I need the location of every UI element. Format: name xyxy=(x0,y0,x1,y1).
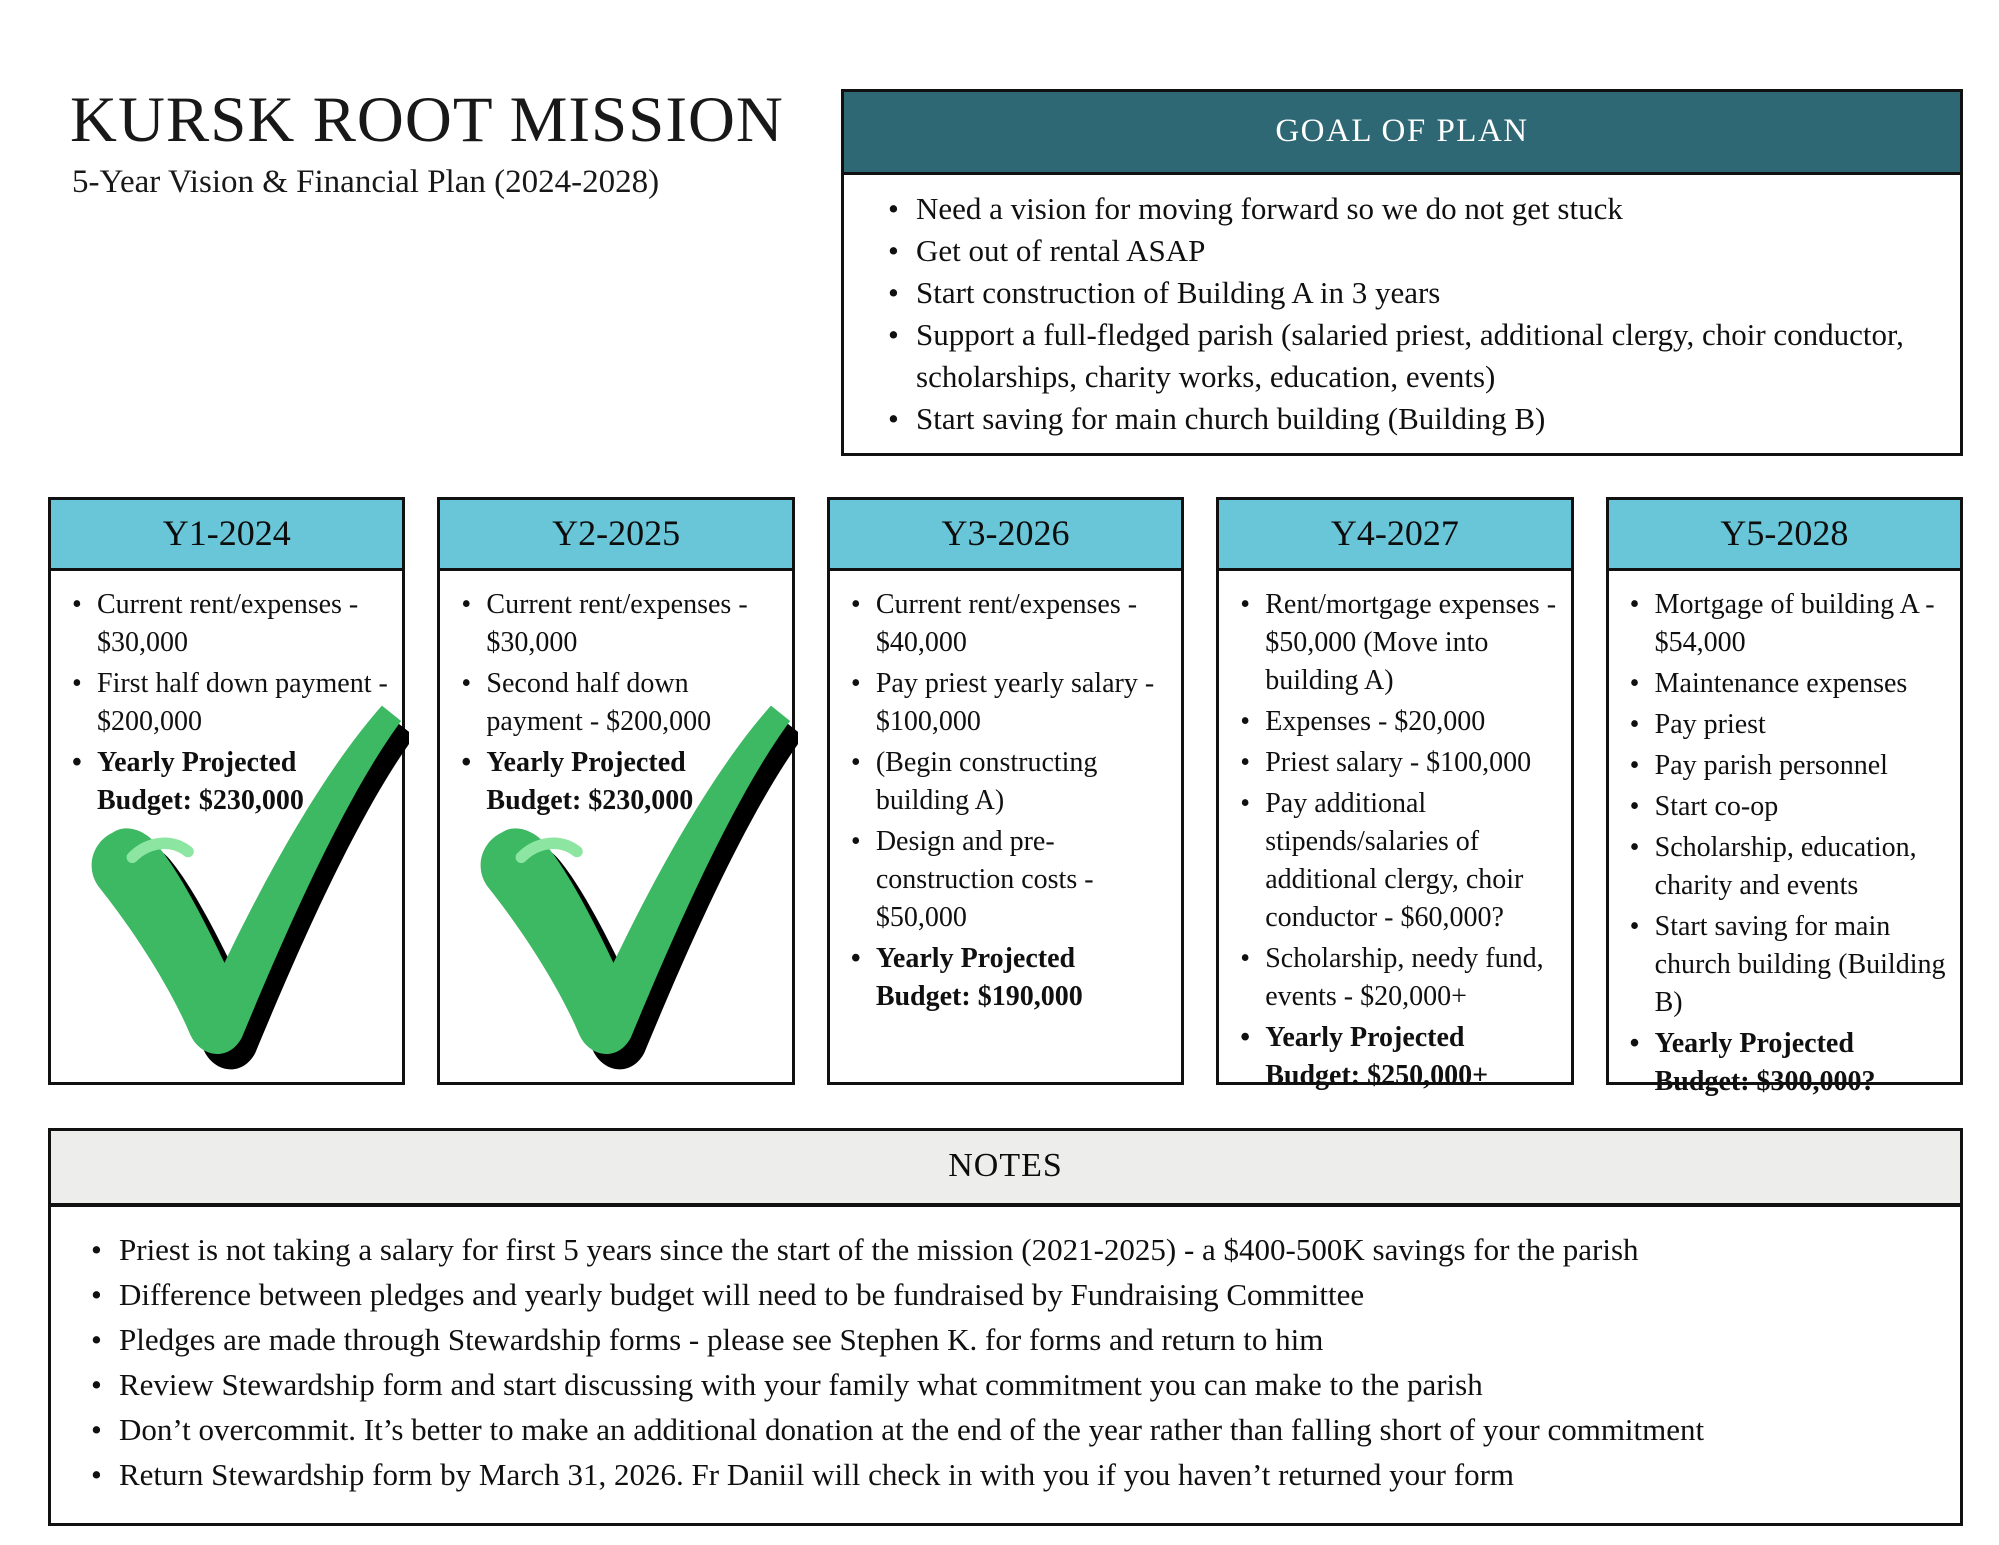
year-item: Mortgage of building A - $54,000 xyxy=(1617,586,1952,662)
notes-item: Return Stewardship form by March 31, 202… xyxy=(85,1452,1930,1497)
notes-item: Don’t overcommit. It’s better to make an… xyxy=(85,1407,1930,1452)
year-item: Pay additional stipends/salaries of addi… xyxy=(1227,785,1562,937)
year-item: Expenses - $20,000 xyxy=(1227,703,1562,741)
year-item: Rent/mortgage expenses - $50,000 (Move i… xyxy=(1227,586,1562,700)
goal-item: Need a vision for moving forward so we d… xyxy=(874,188,1934,230)
year-item-budget: Yearly Projected Budget: $190,000 xyxy=(838,940,1173,1016)
title-block: KURSK ROOT MISSION 5-Year Vision & Finan… xyxy=(70,86,784,202)
page-subtitle: 5-Year Vision & Financial Plan (2024-202… xyxy=(72,164,660,201)
year-body: Current rent/expenses - $40,000 Pay prie… xyxy=(830,571,1181,1082)
year-column-y5-2028: Y5-2028 Mortgage of building A - $54,000… xyxy=(1605,497,1964,1097)
year-item: First half down payment - $200,000 xyxy=(59,665,394,741)
notes-item: Pledges are made through Stewardship for… xyxy=(85,1317,1930,1362)
year-body: Current rent/expenses - $30,000 Second h… xyxy=(440,571,791,1082)
goal-item: Start saving for main church building (B… xyxy=(874,398,1934,440)
year-item: Current rent/expenses - $30,000 xyxy=(59,586,394,662)
notes-body: Priest is not taking a salary for first … xyxy=(51,1207,1960,1523)
year-item: Scholarship, needy fund, events - $20,00… xyxy=(1227,940,1562,1016)
goal-item: Start construction of Building A in 3 ye… xyxy=(874,272,1934,314)
year-item: Second half down payment - $200,000 xyxy=(448,665,783,741)
year-header: Y4-2027 xyxy=(1219,500,1571,571)
year-columns-row: Y1-2024 Current rent/expenses - $30,000 … xyxy=(48,497,1964,1097)
year-item: Maintenance expenses xyxy=(1617,665,1952,703)
year-list: Rent/mortgage expenses - $50,000 (Move i… xyxy=(1227,586,1562,1095)
year-list: Current rent/expenses - $30,000 Second h… xyxy=(448,586,783,820)
notes-item: Difference between pledges and yearly bu… xyxy=(85,1272,1930,1317)
notes-item: Review Stewardship form and start discus… xyxy=(85,1362,1930,1407)
notes-item: Priest is not taking a salary for first … xyxy=(85,1227,1930,1272)
year-item: Start co-op xyxy=(1617,788,1952,826)
goal-of-plan-header: GOAL OF PLAN xyxy=(844,92,1960,175)
year-item: (Begin constructing building A) xyxy=(838,744,1173,820)
year-item: Priest salary - $100,000 xyxy=(1227,744,1562,782)
year-list: Current rent/expenses - $30,000 First ha… xyxy=(59,586,394,820)
notes-box: NOTES Priest is not taking a salary for … xyxy=(48,1128,1963,1526)
year-body: Mortgage of building A - $54,000 Mainten… xyxy=(1609,571,1960,1112)
year-header: Y5-2028 xyxy=(1608,500,1961,571)
year-body: Current rent/expenses - $30,000 First ha… xyxy=(51,571,402,1082)
year-item-budget: Yearly Projected Budget: $250,000+ xyxy=(1227,1019,1562,1095)
year-item-budget: Yearly Projected Budget: $300,000? xyxy=(1617,1025,1952,1101)
year-item: Current rent/expenses - $40,000 xyxy=(838,586,1173,662)
year-item-budget: Yearly Projected Budget: $230,000 xyxy=(448,744,783,820)
year-list: Mortgage of building A - $54,000 Mainten… xyxy=(1617,586,1952,1101)
page-title: KURSK ROOT MISSION xyxy=(70,84,784,156)
year-header: Y1-2024 xyxy=(51,500,403,571)
year-item: Design and pre-construction costs - $50,… xyxy=(838,823,1173,937)
year-column-y2-2025: Y2-2025 Current rent/expenses - $30,000 … xyxy=(437,497,799,1085)
year-column-y1-2024: Y1-2024 Current rent/expenses - $30,000 … xyxy=(48,497,409,1085)
notes-header: NOTES xyxy=(51,1131,1960,1207)
year-item: Pay priest xyxy=(1617,706,1952,744)
year-item: Pay priest yearly salary - $100,000 xyxy=(838,665,1173,741)
goal-of-plan-body: Need a vision for moving forward so we d… xyxy=(844,175,1960,453)
year-header: Y2-2025 xyxy=(440,500,792,571)
year-header: Y3-2026 xyxy=(829,500,1182,571)
goal-list: Need a vision for moving forward so we d… xyxy=(874,188,1934,440)
year-item: Current rent/expenses - $30,000 xyxy=(448,586,783,662)
year-item: Pay parish personnel xyxy=(1617,747,1952,785)
goal-item: Get out of rental ASAP xyxy=(874,230,1934,272)
notes-list: Priest is not taking a salary for first … xyxy=(85,1227,1930,1497)
year-item: Start saving for main church building (B… xyxy=(1617,908,1952,1022)
year-column-y3-2026: Y3-2026 Current rent/expenses - $40,000 … xyxy=(826,497,1185,1085)
year-column-y4-2027: Y4-2027 Rent/mortgage expenses - $50,000… xyxy=(1216,497,1574,1091)
goal-item: Support a full-fledged parish (salaried … xyxy=(874,314,1934,398)
year-item: Scholarship, education, charity and even… xyxy=(1617,829,1952,905)
goal-of-plan-box: GOAL OF PLAN Need a vision for moving fo… xyxy=(841,89,1963,456)
year-list: Current rent/expenses - $40,000 Pay prie… xyxy=(838,586,1173,1016)
year-body: Rent/mortgage expenses - $50,000 (Move i… xyxy=(1219,571,1570,1106)
year-item-budget: Yearly Projected Budget: $230,000 xyxy=(59,744,394,820)
